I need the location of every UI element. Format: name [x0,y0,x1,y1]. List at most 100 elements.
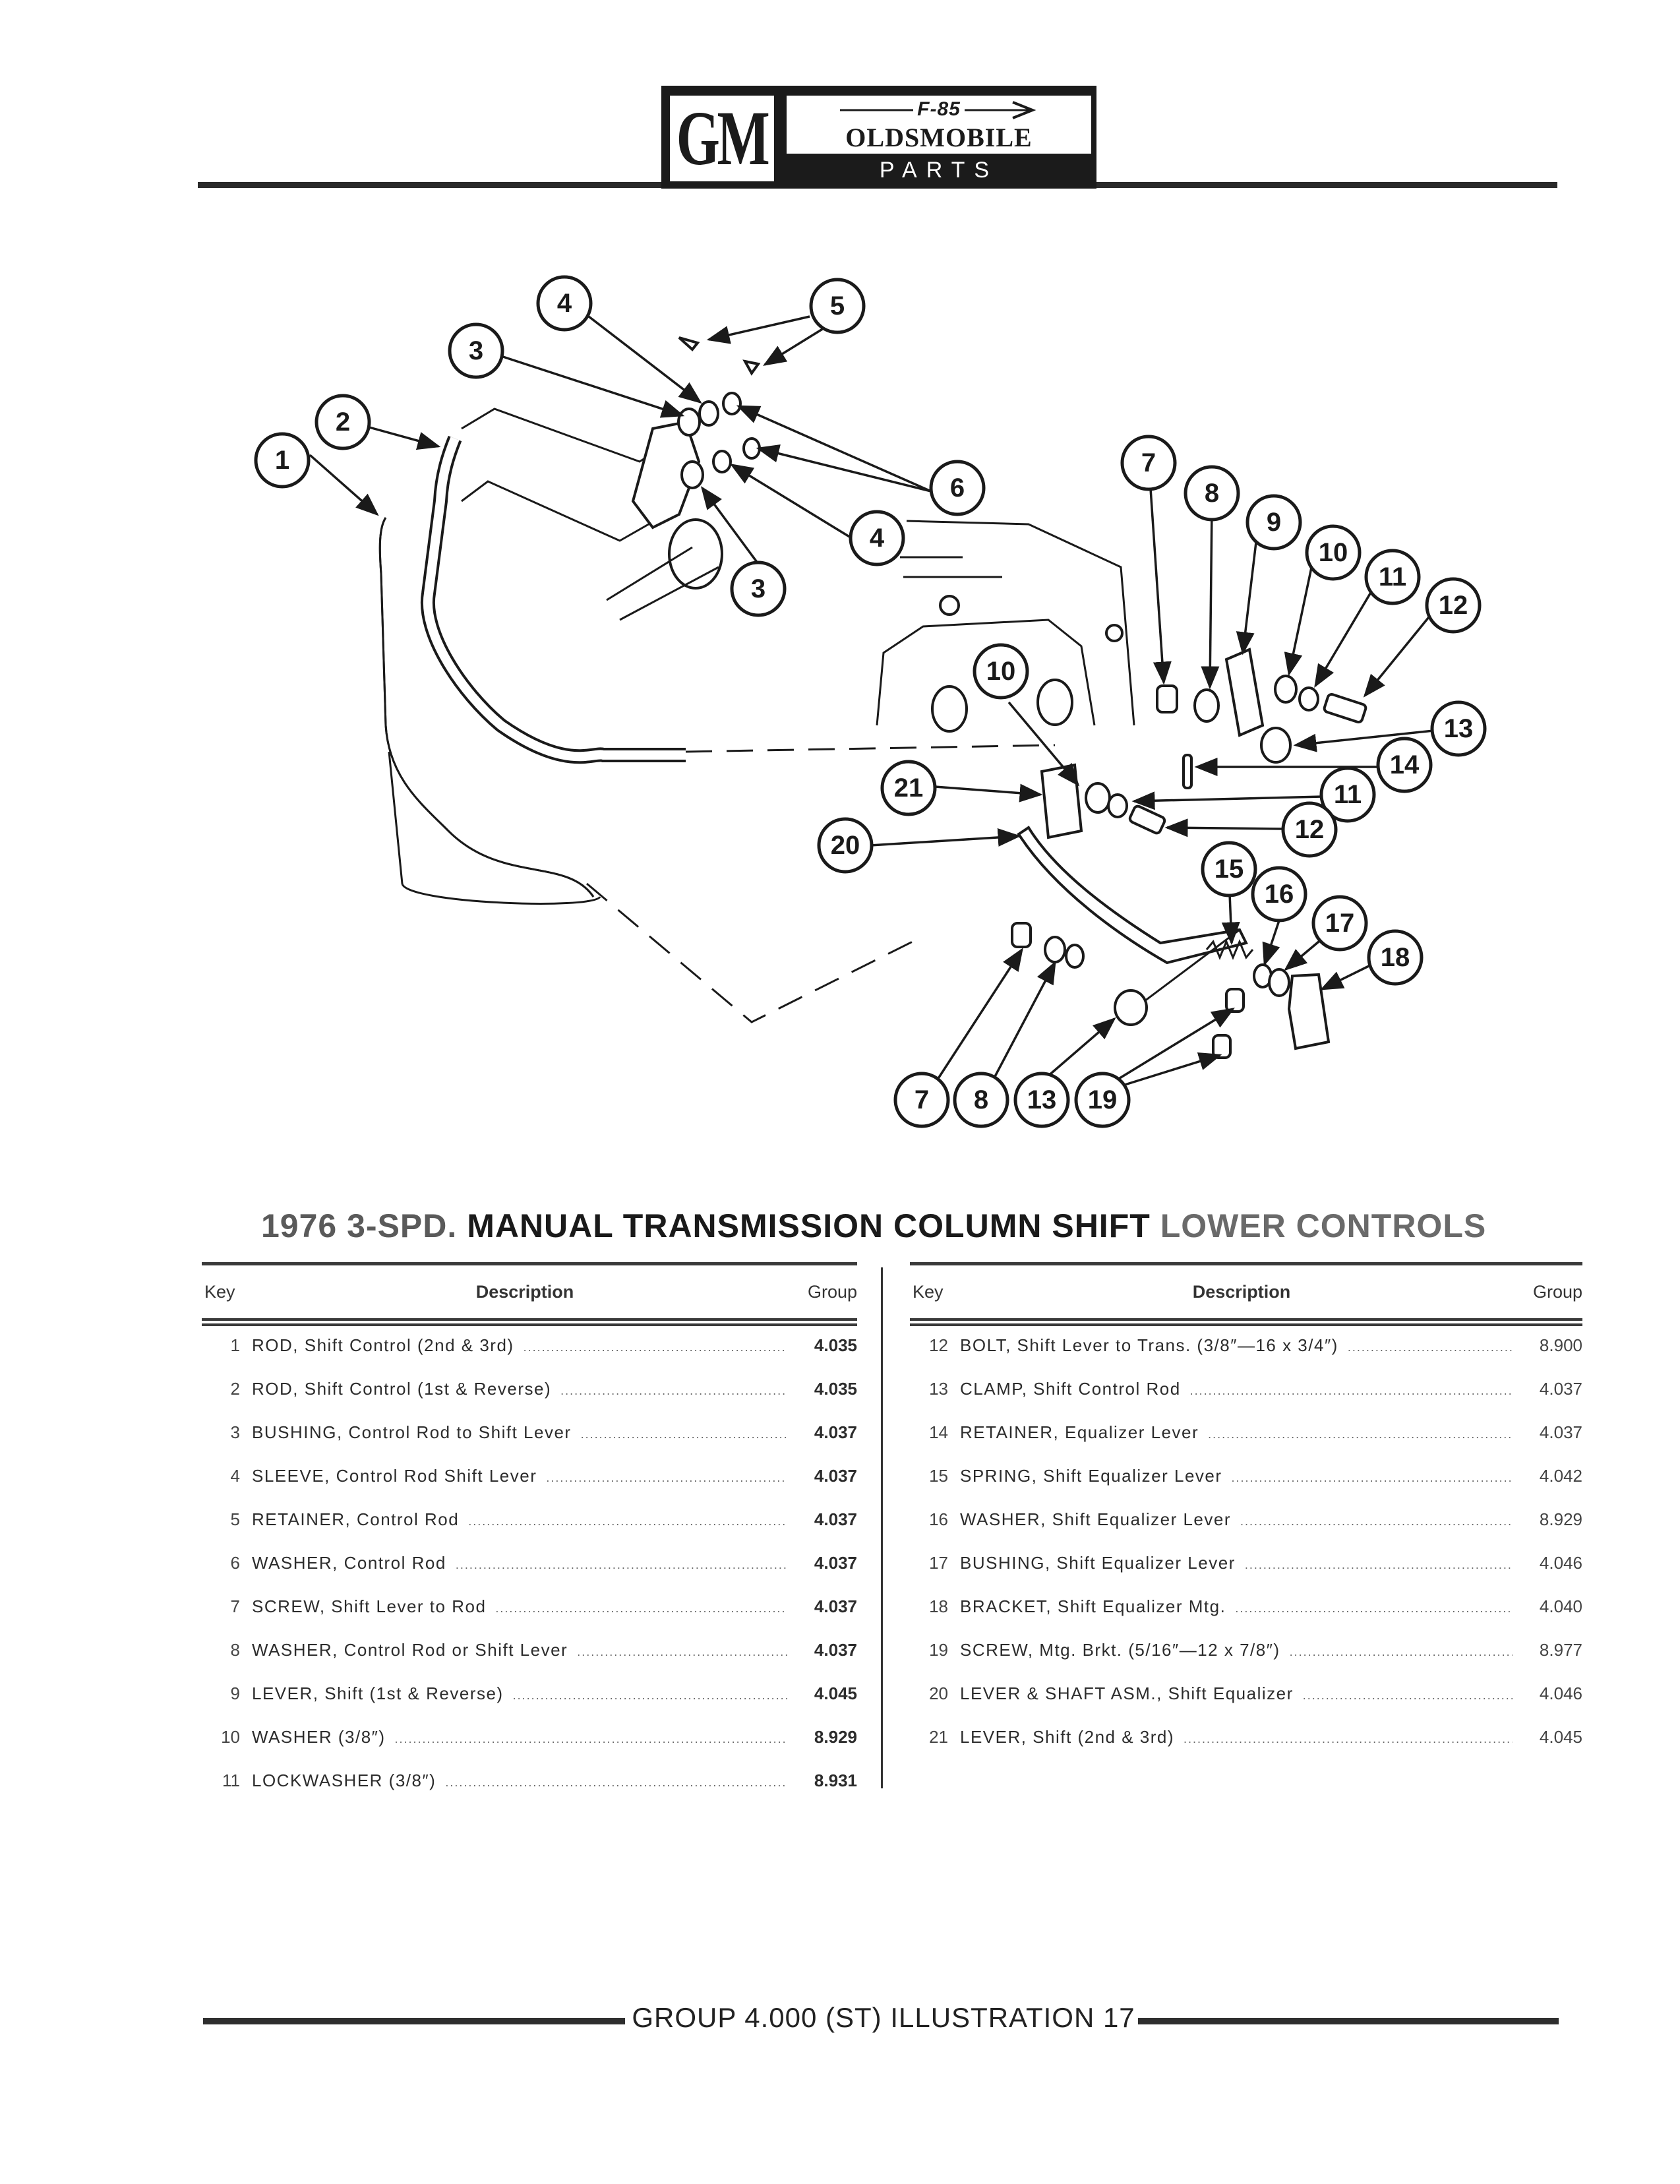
footer-illustration-ref: GROUP 4.000 (ST) ILLUSTRATION 17 [632,2002,1135,2033]
bushing-17 [1268,968,1290,997]
page-title: 1976 3-SPD. MANUAL TRANSMISSION COLUMN S… [261,1207,1486,1245]
part-key: 11 [222,1771,240,1790]
svg-text:19: 19 [1088,1085,1118,1114]
part-group: 4.035 [814,1335,857,1355]
callout-18: 18 [1367,929,1424,986]
part-description: LOCKWASHER (3/8″) [252,1771,436,1790]
part-group: 4.037 [814,1422,857,1442]
col-key: Key [204,1281,235,1302]
part-group: 4.037 [1539,1422,1582,1442]
table-row: 10 WASHER (3/8″) 8.929 [202,1727,857,1771]
svg-text:16: 16 [1265,880,1294,909]
svg-text:1: 1 [275,446,289,475]
washer-6-lower [742,437,761,460]
callout-11-right: 11 [1364,549,1421,605]
part-group: 8.900 [1539,1335,1582,1355]
callout-21: 21 [880,760,937,816]
leader-dots [395,1732,787,1746]
svg-text:2: 2 [336,408,350,437]
washer-10 [1274,675,1298,704]
callout-5: 5 [809,278,866,334]
callout-7-top: 7 [1120,435,1177,491]
callout-19: 19 [1074,1072,1131,1128]
part-group: 4.037 [1539,1379,1582,1399]
callout-3-bottom: 3 [730,561,787,617]
callout-3-top: 3 [448,322,504,379]
part-description: SLEEVE, Control Rod Shift Lever [252,1466,537,1486]
svg-text:11: 11 [1379,562,1406,592]
brand-panel: F-85 OLDSMOBILE [787,96,1091,154]
title-suffix: LOWER CONTROLS [1160,1207,1487,1244]
f85-badge: F-85 [787,98,1091,121]
part-description: RETAINER, Control Rod [252,1509,460,1529]
callout-13-bottom: 13 [1013,1072,1070,1128]
part-key: 13 [929,1379,948,1399]
part-key: 21 [929,1727,948,1747]
lever-shift-1st-reverse [1224,648,1265,737]
part-key: 4 [230,1466,240,1486]
gm-logo: GM [670,96,774,181]
part-description: SPRING, Shift Equalizer Lever [960,1466,1222,1486]
part-group: 4.037 [814,1640,857,1660]
catalogue-subtitle: PARTS CATALOGUE [829,158,1048,214]
svg-text:7: 7 [915,1085,929,1114]
svg-text:9: 9 [1267,508,1281,537]
leader-dots [1290,1645,1513,1659]
callout-17: 17 [1311,895,1368,952]
part-key: 5 [230,1509,240,1529]
callout-13-right: 13 [1430,700,1487,757]
title-main: MANUAL TRANSMISSION COLUMN SHIFT [467,1207,1151,1244]
retainer-5-a [678,336,700,351]
part-key: 18 [929,1596,948,1616]
washer-10-mid [1085,782,1111,814]
part-description: LEVER & SHAFT ASM., Shift Equalizer [960,1684,1294,1703]
screw-19-a [1225,988,1245,1013]
part-group: 4.042 [1539,1466,1582,1486]
svg-text:6: 6 [950,473,965,502]
col-group: Group [1532,1281,1582,1302]
part-description: BUSHING, Shift Equalizer Lever [960,1553,1236,1573]
washer-8-lower [1044,936,1066,963]
sleeve-4-lower [712,450,732,473]
leader-dots [581,1428,787,1441]
svg-text:8: 8 [974,1085,988,1114]
part-group: 8.977 [1539,1640,1582,1660]
part-group: 4.035 [814,1379,857,1399]
part-key: 2 [230,1379,240,1399]
lever-shaft-equalizer [1017,826,1248,965]
leader-dots [513,1689,787,1703]
part-group: 8.929 [814,1727,857,1747]
callout-8-top: 8 [1184,465,1240,522]
part-key: 10 [221,1727,240,1747]
housing-bolt [939,595,960,616]
part-description: BRACKET, Shift Equalizer Mtg. [960,1596,1226,1616]
svg-text:4: 4 [870,524,885,553]
bracket-18 [1287,973,1331,1050]
housing-bolt [1105,624,1124,642]
callout-12-mid: 12 [1281,801,1338,858]
part-description: WASHER (3/8″) [252,1727,386,1747]
title-year-speed: 1976 3-SPD. [261,1207,458,1244]
svg-text:17: 17 [1325,909,1355,938]
leader-dots [1208,1428,1513,1441]
retainer-14 [1182,754,1193,789]
trans-shaft-left [931,685,968,733]
part-description: WASHER, Control Rod or Shift Lever [252,1640,568,1660]
callout-4-top: 4 [536,275,593,332]
svg-text:5: 5 [830,291,845,320]
col-group: Group [807,1281,857,1302]
callout-10-mid: 10 [973,643,1029,700]
svg-text:11: 11 [1334,780,1362,809]
part-group: 4.046 [1539,1684,1582,1703]
svg-text:18: 18 [1381,943,1410,972]
part-group: 4.037 [814,1553,857,1573]
part-description: LEVER, Shift (2nd & 3rd) [960,1727,1175,1747]
leader-dots [1240,1515,1513,1529]
callout-11-mid: 11 [1319,766,1376,823]
